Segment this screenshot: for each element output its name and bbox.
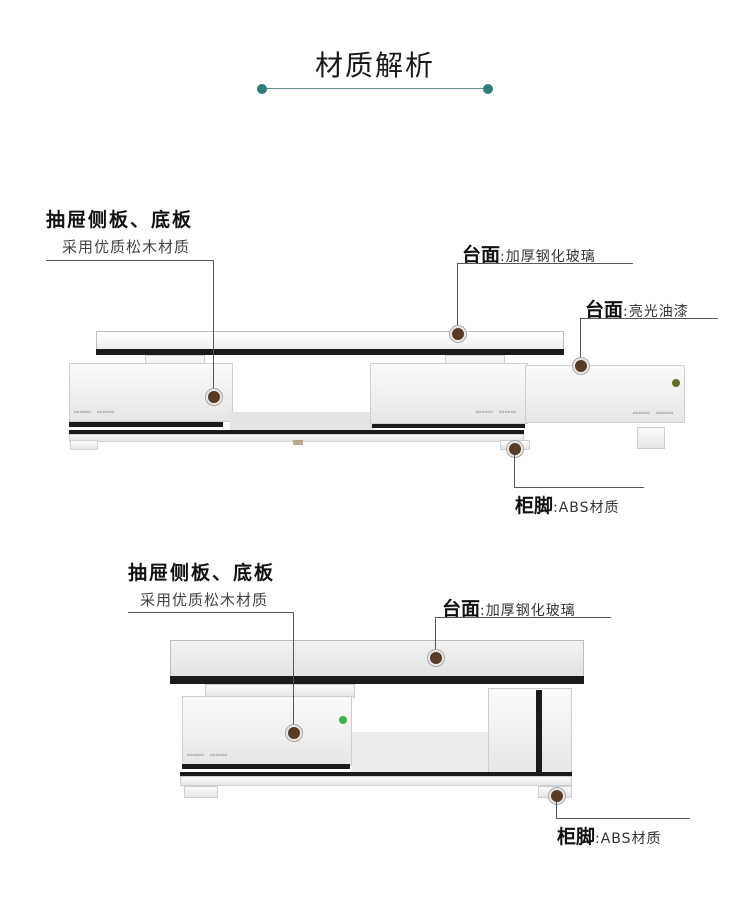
ct-foot-leader-v bbox=[556, 802, 557, 818]
tv-top-paint-tail: :亮光油漆 bbox=[623, 304, 689, 320]
tv-top-glass-tail: :加厚钢化玻璃 bbox=[500, 249, 596, 265]
tv-top-paint-leader-h bbox=[580, 318, 718, 319]
ct-top-glass-marker bbox=[428, 650, 444, 666]
tv-top-paint-marker bbox=[573, 358, 589, 374]
ct-drawer-leader-v bbox=[293, 612, 294, 730]
ct-foot-leader-h bbox=[556, 818, 690, 819]
divider-dot-right bbox=[483, 84, 493, 94]
tv-drawer-leader-v bbox=[213, 260, 214, 392]
tv-foot-marker bbox=[507, 441, 523, 457]
divider-dot-left bbox=[257, 84, 267, 94]
ct-foot-label: 柜脚:ABS材质 bbox=[557, 822, 662, 849]
ct-top-glass-leader-h bbox=[435, 617, 611, 618]
ct-top-glass-leader-v bbox=[435, 617, 436, 650]
tv-drawer-leader-h bbox=[46, 260, 214, 261]
ct-top-glass-tail: :加厚钢化玻璃 bbox=[480, 603, 576, 619]
ct-foot-marker bbox=[549, 788, 565, 804]
tv-top-paint-leader-v bbox=[580, 318, 581, 362]
ct-foot-head: 柜脚 bbox=[557, 826, 596, 848]
ct-drawer-desc: 采用优质松木材质 bbox=[140, 591, 269, 609]
ct-drawer-marker bbox=[286, 725, 302, 741]
ct-top-glass-label: 台面:加厚钢化玻璃 bbox=[442, 594, 576, 621]
tv-drawer-desc: 采用优质松木材质 bbox=[62, 238, 191, 256]
ct-top-glass-head: 台面 bbox=[442, 598, 481, 620]
ct-drawer-leader-h bbox=[128, 612, 294, 613]
tv-top-glass-head: 台面 bbox=[462, 244, 501, 266]
tv-top-glass-leader-v bbox=[457, 263, 458, 330]
tv-foot-leader-v bbox=[514, 455, 515, 487]
tv-top-paint-head: 台面 bbox=[585, 299, 624, 321]
tv-top-paint-label: 台面:亮光油漆 bbox=[585, 295, 689, 322]
tv-top-glass-marker bbox=[450, 326, 466, 342]
tv-drawer-title: 抽屉侧板、底板 bbox=[46, 209, 194, 231]
tv-foot-label: 柜脚:ABS材质 bbox=[515, 491, 620, 518]
tv-top-glass-leader-h bbox=[457, 263, 633, 264]
tv-foot-leader-h bbox=[514, 487, 644, 488]
title-divider bbox=[262, 88, 488, 89]
tv-top-glass-label: 台面:加厚钢化玻璃 bbox=[462, 240, 596, 267]
page-title: 材质解析 bbox=[314, 49, 435, 82]
tv-drawer-marker bbox=[206, 389, 222, 405]
ct-foot-tail: :ABS材质 bbox=[595, 831, 662, 847]
tv-foot-tail: :ABS材质 bbox=[553, 500, 620, 516]
ct-drawer-title: 抽屉侧板、底板 bbox=[128, 562, 276, 584]
tv-foot-head: 柜脚 bbox=[515, 495, 554, 517]
